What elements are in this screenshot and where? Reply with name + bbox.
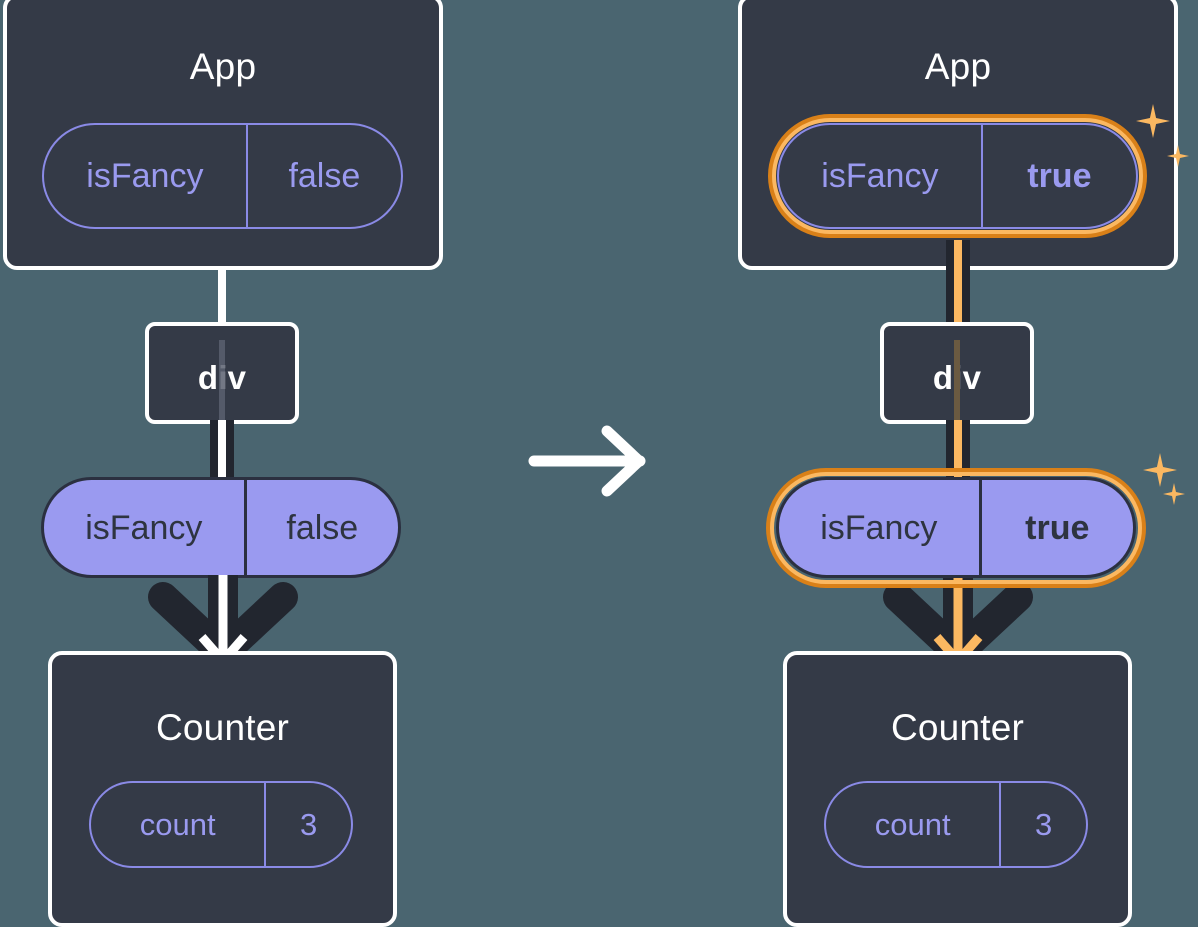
arrow-right-icon bbox=[528, 425, 650, 497]
props-key-after: isFancy bbox=[779, 480, 982, 575]
counter-state-key-after: count bbox=[826, 783, 1002, 866]
app-state-pill-after: isFancy true bbox=[777, 123, 1138, 229]
connector-div-to-props-after bbox=[946, 420, 970, 482]
app-state-value-before: false bbox=[288, 157, 361, 195]
props-value-after: true bbox=[1025, 508, 1090, 547]
connector-div-to-props-before bbox=[210, 420, 234, 482]
diagram-before: App isFancy false div isFancy false bbox=[0, 0, 463, 927]
connector-through-div-after bbox=[954, 340, 960, 430]
props-value-before: false bbox=[286, 508, 359, 547]
app-state-value-after: true bbox=[1027, 157, 1092, 195]
connector-app-to-div-before bbox=[218, 268, 226, 326]
counter-state-key-before: count bbox=[91, 783, 267, 866]
diagram-after: App isFancy true div bbox=[735, 0, 1198, 927]
connector-app-to-div-after bbox=[946, 240, 970, 326]
counter-state-value-after: 3 bbox=[1035, 807, 1053, 842]
props-pill-before: isFancy false bbox=[41, 477, 401, 578]
counter-title-after: Counter bbox=[890, 707, 1025, 748]
connector-through-div-before bbox=[219, 340, 225, 430]
app-title-after: App bbox=[924, 46, 992, 87]
app-state-key-after: isFancy bbox=[779, 125, 983, 227]
app-state-pill-before: isFancy false bbox=[42, 123, 403, 229]
props-pill-after: isFancy true bbox=[776, 477, 1136, 578]
props-fan-arrow-before bbox=[118, 575, 328, 670]
props-fan-arrow-after bbox=[853, 575, 1063, 670]
counter-title-before: Counter bbox=[155, 707, 290, 748]
app-title-before: App bbox=[189, 46, 257, 87]
counter-state-pill-before: count 3 bbox=[89, 781, 353, 868]
counter-state-pill-after: count 3 bbox=[824, 781, 1088, 868]
props-key-before: isFancy bbox=[44, 480, 247, 575]
app-state-key-before: isFancy bbox=[44, 125, 248, 227]
counter-state-value-before: 3 bbox=[300, 807, 318, 842]
